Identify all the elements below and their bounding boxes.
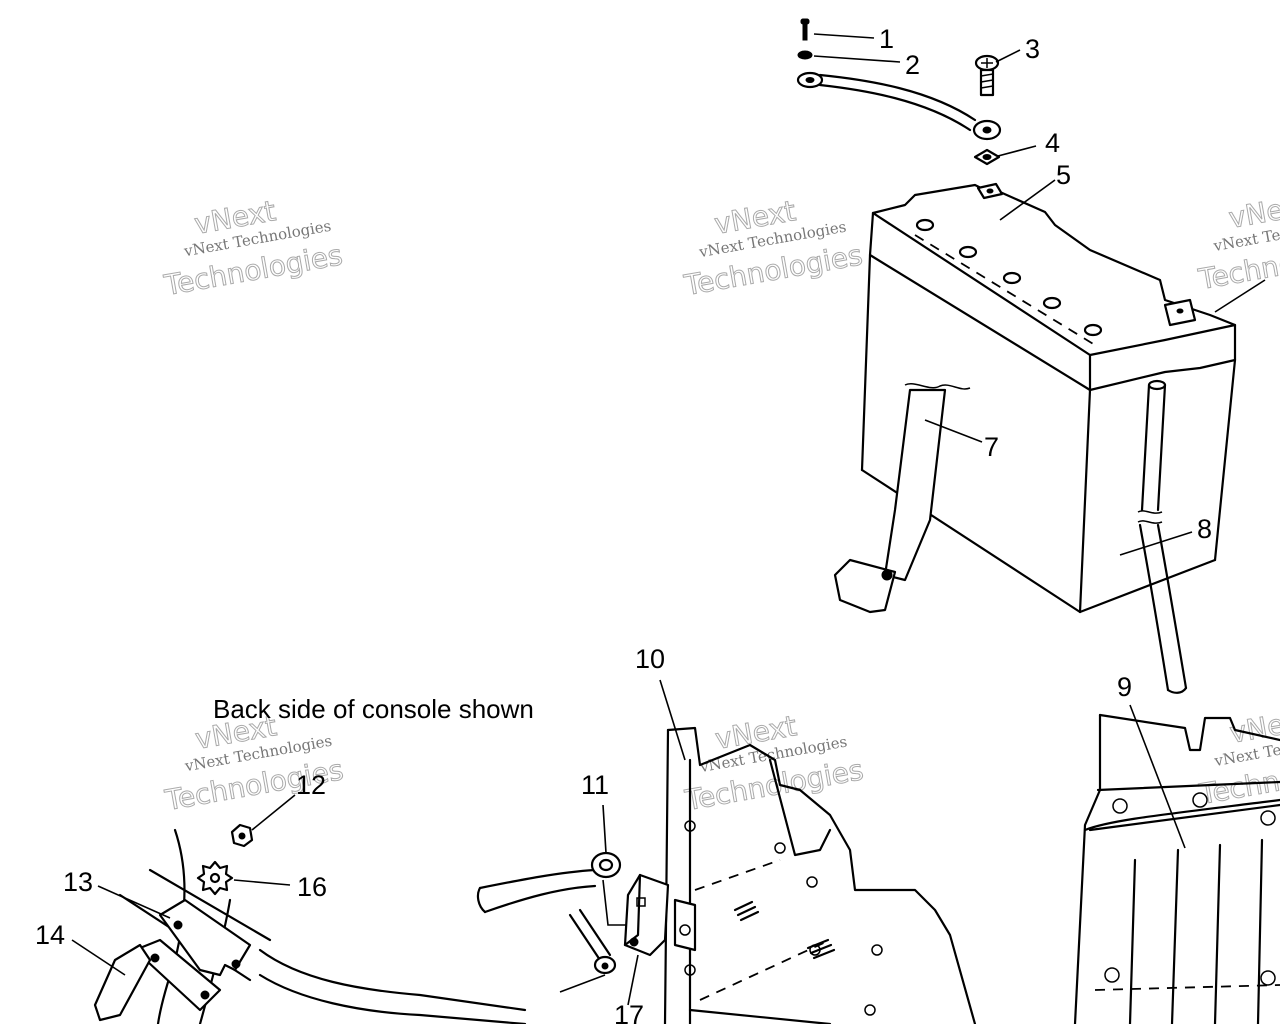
part-8-vent-hose — [1119, 379, 1193, 694]
part-label-13: 13 — [63, 867, 93, 897]
part-label-2: 2 — [905, 50, 920, 80]
part-label-9: 9 — [1117, 672, 1132, 702]
part-12-nut — [230, 794, 296, 848]
part-13-14-harness — [71, 828, 527, 1024]
watermark-5: vNext vNext Technologies Technologies — [681, 709, 866, 818]
part-label-1: 1 — [879, 24, 894, 54]
part-11-cable — [476, 804, 635, 926]
part-17-switch — [559, 873, 697, 1006]
part-labels: 1 2 3 4 5 7 8 9 10 11 12 13 14 16 17 — [35, 24, 1212, 1024]
part-10-console-bracket — [659, 679, 977, 1024]
part-label-5: 5 — [1056, 160, 1071, 190]
part-16-star-washer — [196, 860, 291, 896]
part-label-7: 7 — [984, 432, 999, 462]
part-9-battery-box — [1073, 704, 1280, 1024]
part-7-strap — [833, 383, 983, 614]
watermark-3: vNext vNext Technologies Technologies — [1195, 188, 1280, 297]
part-2-washer — [797, 50, 901, 63]
part-label-12: 12 — [296, 770, 326, 800]
part-label-16: 16 — [297, 872, 327, 902]
part-4-nut — [973, 145, 1037, 166]
part-label-10: 10 — [635, 644, 665, 674]
part-label-11: 11 — [581, 770, 609, 800]
caption-back-side: Back side of console shown — [213, 694, 534, 724]
part-1-screw — [800, 18, 875, 41]
part-label-3: 3 — [1025, 34, 1040, 64]
part-label-14: 14 — [35, 920, 65, 950]
part-3-bolt — [974, 49, 1021, 97]
part-5-battery — [860, 179, 1266, 614]
watermark-2: vNext vNext Technologies Technologies — [681, 194, 866, 303]
part-label-8: 8 — [1197, 514, 1212, 544]
watermark-1: vNext vNext Technologies Technologies — [161, 194, 346, 303]
battery-cable — [796, 71, 1002, 141]
part-label-17: 17 — [614, 1000, 644, 1024]
part-label-4: 4 — [1045, 128, 1060, 158]
